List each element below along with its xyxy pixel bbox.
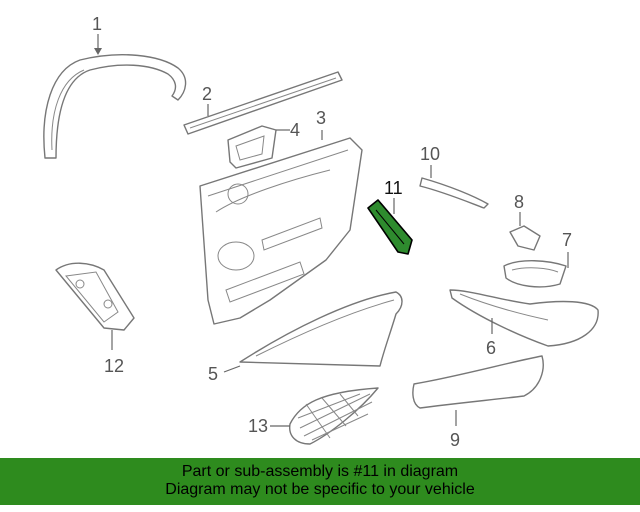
part-5-lower-trim: [239, 291, 403, 367]
info-banner: Part or sub-assembly is #11 in diagram D…: [0, 458, 640, 505]
leader-5: [223, 365, 241, 373]
callout-9: 9: [450, 430, 460, 450]
part-13-speaker-grille: [289, 387, 379, 445]
callout-11: 11: [384, 178, 403, 198]
callout-13: 13: [248, 416, 268, 436]
callout-10: 10: [420, 144, 440, 164]
callout-8: 8: [514, 192, 524, 212]
part-3-door-panel: [199, 137, 363, 325]
part-9-lower-molding: [412, 355, 544, 409]
callout-6: 6: [486, 338, 496, 358]
callout-7: 7: [562, 230, 572, 250]
callout-3: 3: [316, 108, 326, 128]
callout-2: 2: [202, 84, 212, 104]
banner-line-2: Diagram may not be specific to your vehi…: [165, 481, 475, 498]
part-8-clip: [509, 225, 541, 251]
callout-12: 12: [104, 356, 124, 376]
arrow-1: [94, 48, 102, 55]
part-10-armrest-pad: [419, 177, 489, 209]
parts-diagram: 1 2 4 3 10 11 8: [43, 14, 599, 450]
part-6-armrest: [449, 289, 599, 347]
callout-4: 4: [290, 120, 300, 140]
part-1-molding: [43, 54, 187, 159]
callout-1: 1: [92, 14, 102, 34]
banner-line-1: Part or sub-assembly is #11 in diagram: [181, 463, 459, 480]
part-11-pull-handle: [367, 199, 413, 255]
part-2-belt-strip: [183, 71, 343, 135]
part-7-bezel: [503, 260, 567, 288]
part-4-bracket: [227, 125, 277, 169]
callout-5: 5: [208, 364, 218, 384]
part-12-switch-panel: [55, 262, 135, 331]
